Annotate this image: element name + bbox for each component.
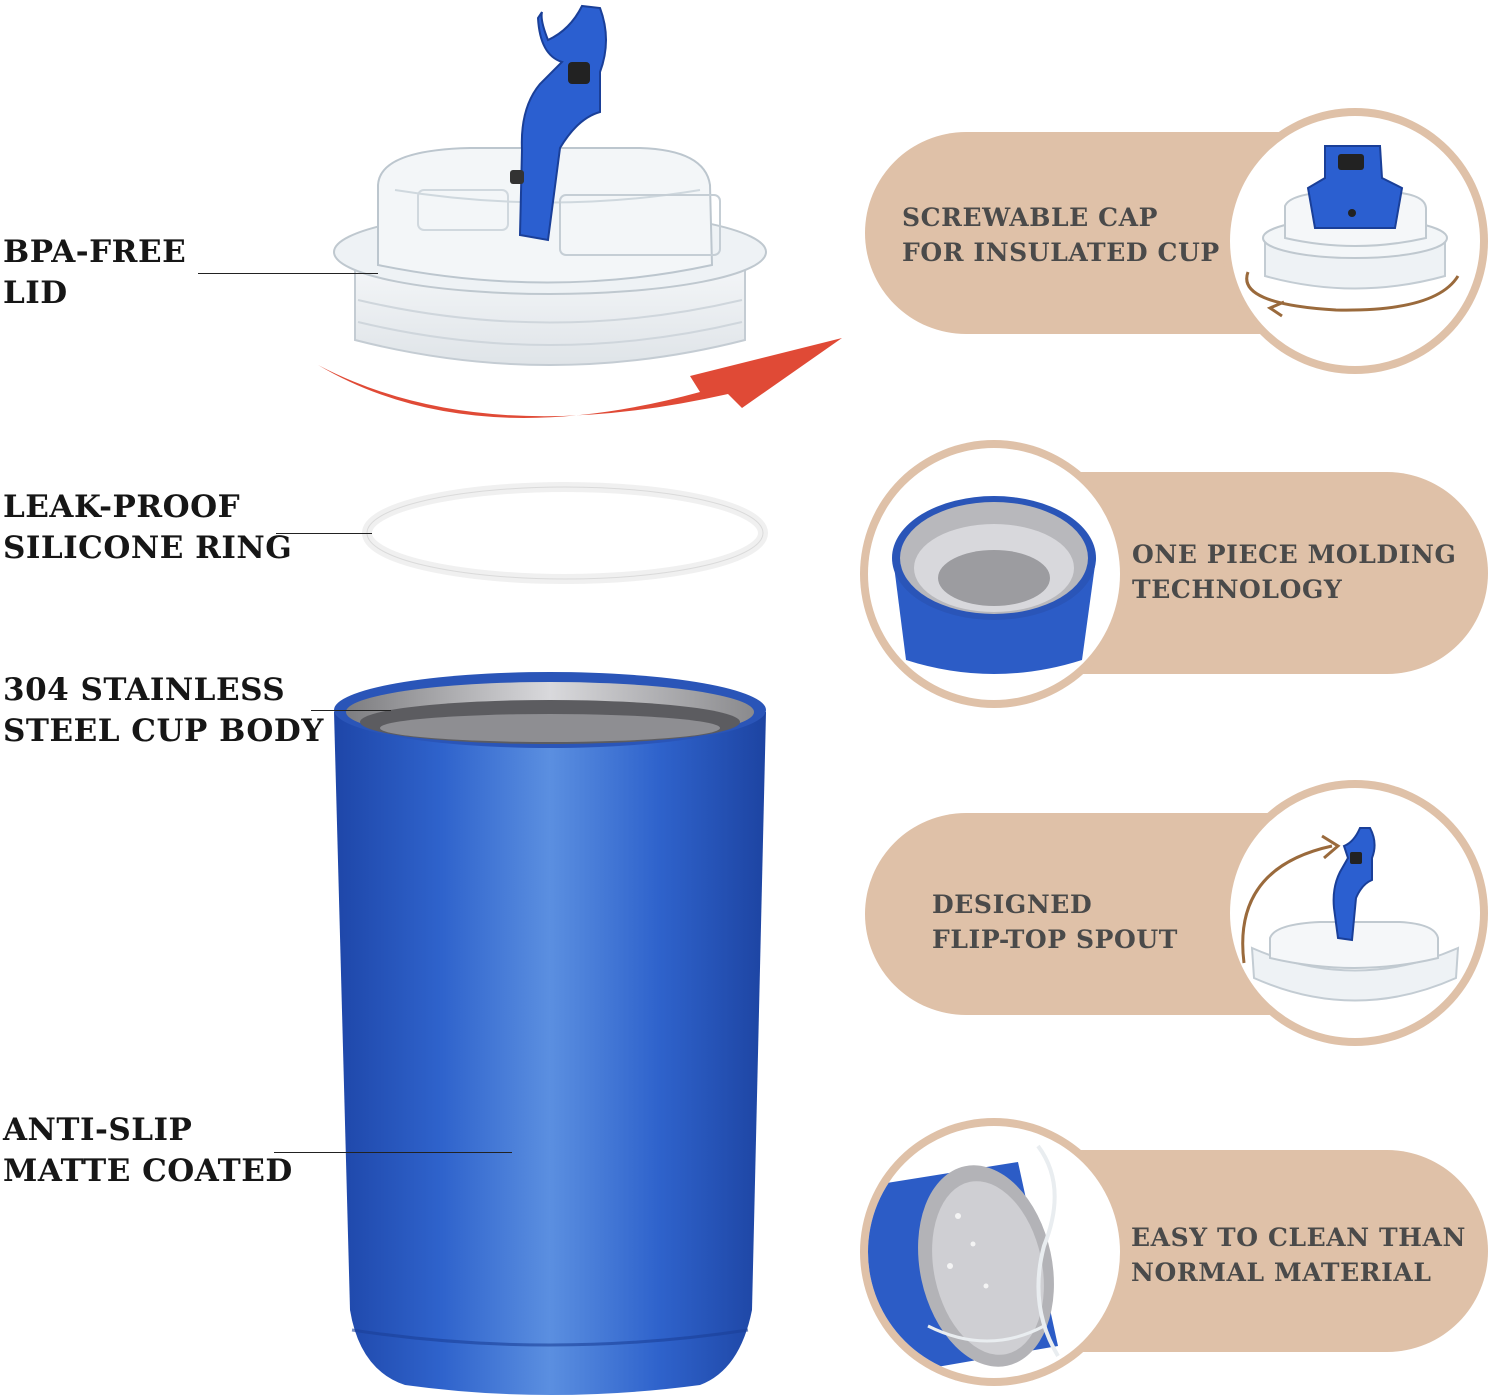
feature-text-flip-top: DESIGNED FLIP-TOP SPOUT	[932, 887, 1178, 957]
easy-clean-cup-thumbnail	[868, 1144, 1060, 1372]
feature-2-line-2: TECHNOLOGY	[1132, 575, 1343, 604]
feature-text-one-piece: ONE PIECE MOLDING TECHNOLOGY	[1132, 537, 1456, 607]
callout-body-line-2: STEEL CUP BODY	[3, 713, 324, 749]
ring-leader-line	[276, 533, 372, 534]
cup-body-illustration	[334, 672, 766, 1395]
feature-1-line-1: SCREWABLE CAP	[902, 203, 1159, 232]
feature-2-line-1: ONE PIECE MOLDING	[1132, 540, 1457, 569]
feature-4-line-1: EASY TO CLEAN THAN	[1131, 1223, 1466, 1252]
callout-ring-line-2: SILICONE RING	[3, 530, 293, 566]
feature-1-line-2: FOR INSULATED CUP	[902, 238, 1220, 267]
silicone-ring-illustration	[362, 482, 768, 584]
rotation-arrow	[318, 338, 842, 418]
body-leader-line	[311, 710, 391, 711]
lid-leader-line	[198, 273, 378, 274]
feature-text-screwable-cap: SCREWABLE CAP FOR INSULATED CUP	[902, 200, 1220, 270]
callout-lid: BPA-FREE LID	[3, 232, 186, 314]
screw-cap-thumbnail	[1262, 145, 1448, 290]
callout-body-line-1: 304 STAINLESS	[3, 672, 286, 708]
rotate-arrow-icon	[1245, 271, 1460, 318]
callout-coating: ANTI-SLIP MATTE COATED	[3, 1110, 293, 1192]
flip-arrow-icon	[1241, 834, 1341, 964]
coating-leader-line	[274, 1152, 512, 1153]
lid-illustration	[333, 147, 767, 366]
feature-3-line-1: DESIGNED	[932, 890, 1093, 919]
callout-ring-line-1: LEAK-PROOF	[3, 489, 241, 525]
one-piece-cup-thumbnail	[892, 496, 1096, 674]
callout-lid-line-1: BPA-FREE	[3, 234, 187, 270]
callout-ring: LEAK-PROOF SILICONE RING	[3, 487, 292, 569]
callout-coating-line-2: MATTE COATED	[3, 1153, 293, 1189]
feature-text-easy-clean: EASY TO CLEAN THAN NORMAL MATERIAL	[1131, 1220, 1466, 1290]
flip-top-thumbnail	[1250, 827, 1460, 1002]
callout-coating-line-1: ANTI-SLIP	[3, 1112, 193, 1148]
callout-body: 304 STAINLESS STEEL CUP BODY	[3, 670, 324, 752]
feature-4-line-2: NORMAL MATERIAL	[1131, 1258, 1432, 1287]
callout-lid-line-2: LID	[3, 275, 68, 311]
exploded-cup-illustration	[318, 4, 842, 1395]
feature-3-line-2: FLIP-TOP SPOUT	[932, 925, 1179, 954]
flip-spout-illustration	[510, 4, 607, 242]
